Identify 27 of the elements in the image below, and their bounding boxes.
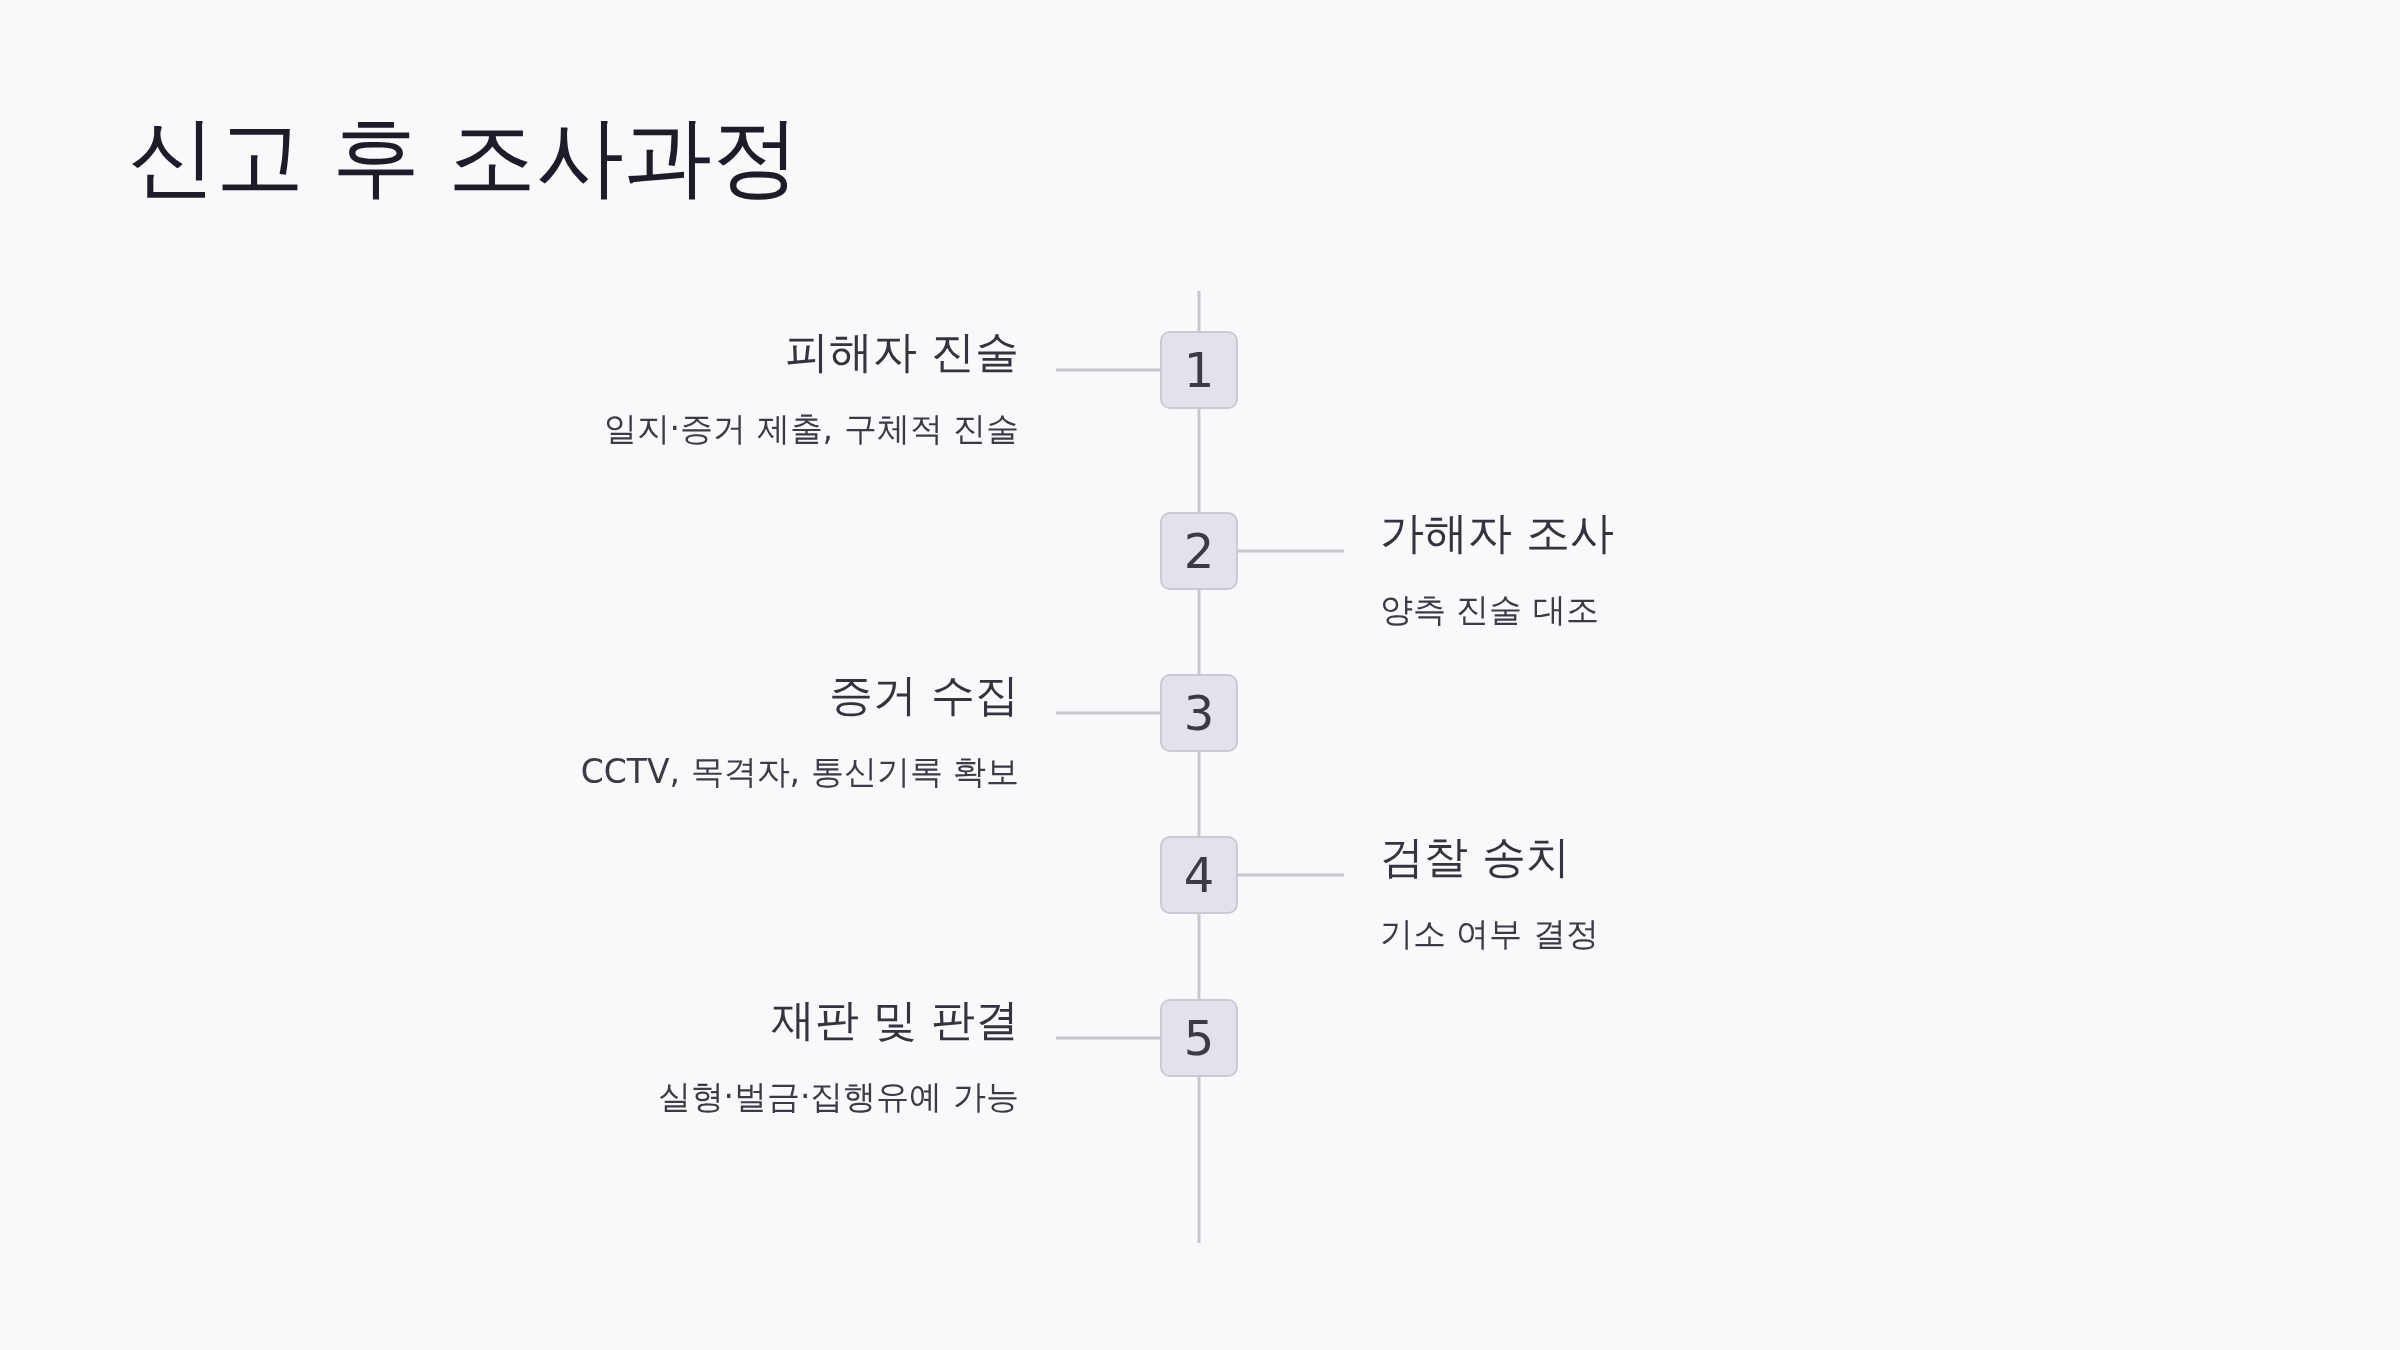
step-description: 실형·벌금·집행유예 가능 — [657, 1076, 1019, 1118]
connector-line — [1238, 549, 1344, 553]
connector-line — [1197, 914, 1201, 999]
title: 신고 후 조사과정 — [128, 104, 800, 210]
step-heading: 재판 및 판결 — [771, 993, 1019, 1047]
connector-line — [1197, 590, 1201, 674]
step-heading: 피해자 진술 — [785, 325, 1019, 379]
step-description: CCTV, 목격자, 통신기록 확보 — [580, 751, 1019, 793]
step-number: 1 — [1160, 331, 1238, 409]
timeline-line — [1197, 291, 1201, 331]
connector-line — [1056, 711, 1160, 715]
step-heading: 가해자 조사 — [1380, 506, 1614, 560]
step-number: 3 — [1160, 674, 1238, 752]
step-number: 5 — [1160, 999, 1238, 1077]
connector-line — [1238, 873, 1344, 877]
step-number: 4 — [1160, 836, 1238, 914]
step-heading: 검찰 송치 — [1380, 830, 1570, 884]
timeline-line — [1197, 1077, 1201, 1243]
step-description: 일지·증거 제출, 구체적 진술 — [603, 408, 1019, 450]
connector-line — [1056, 1036, 1160, 1040]
connector-line — [1197, 752, 1201, 836]
connector-line — [1197, 409, 1201, 512]
step-heading: 증거 수집 — [829, 668, 1019, 722]
step-description: 기소 여부 결정 — [1380, 913, 1599, 955]
step-number: 2 — [1160, 512, 1238, 590]
step-description: 양측 진술 대조 — [1380, 589, 1599, 631]
connector-line — [1056, 368, 1160, 372]
